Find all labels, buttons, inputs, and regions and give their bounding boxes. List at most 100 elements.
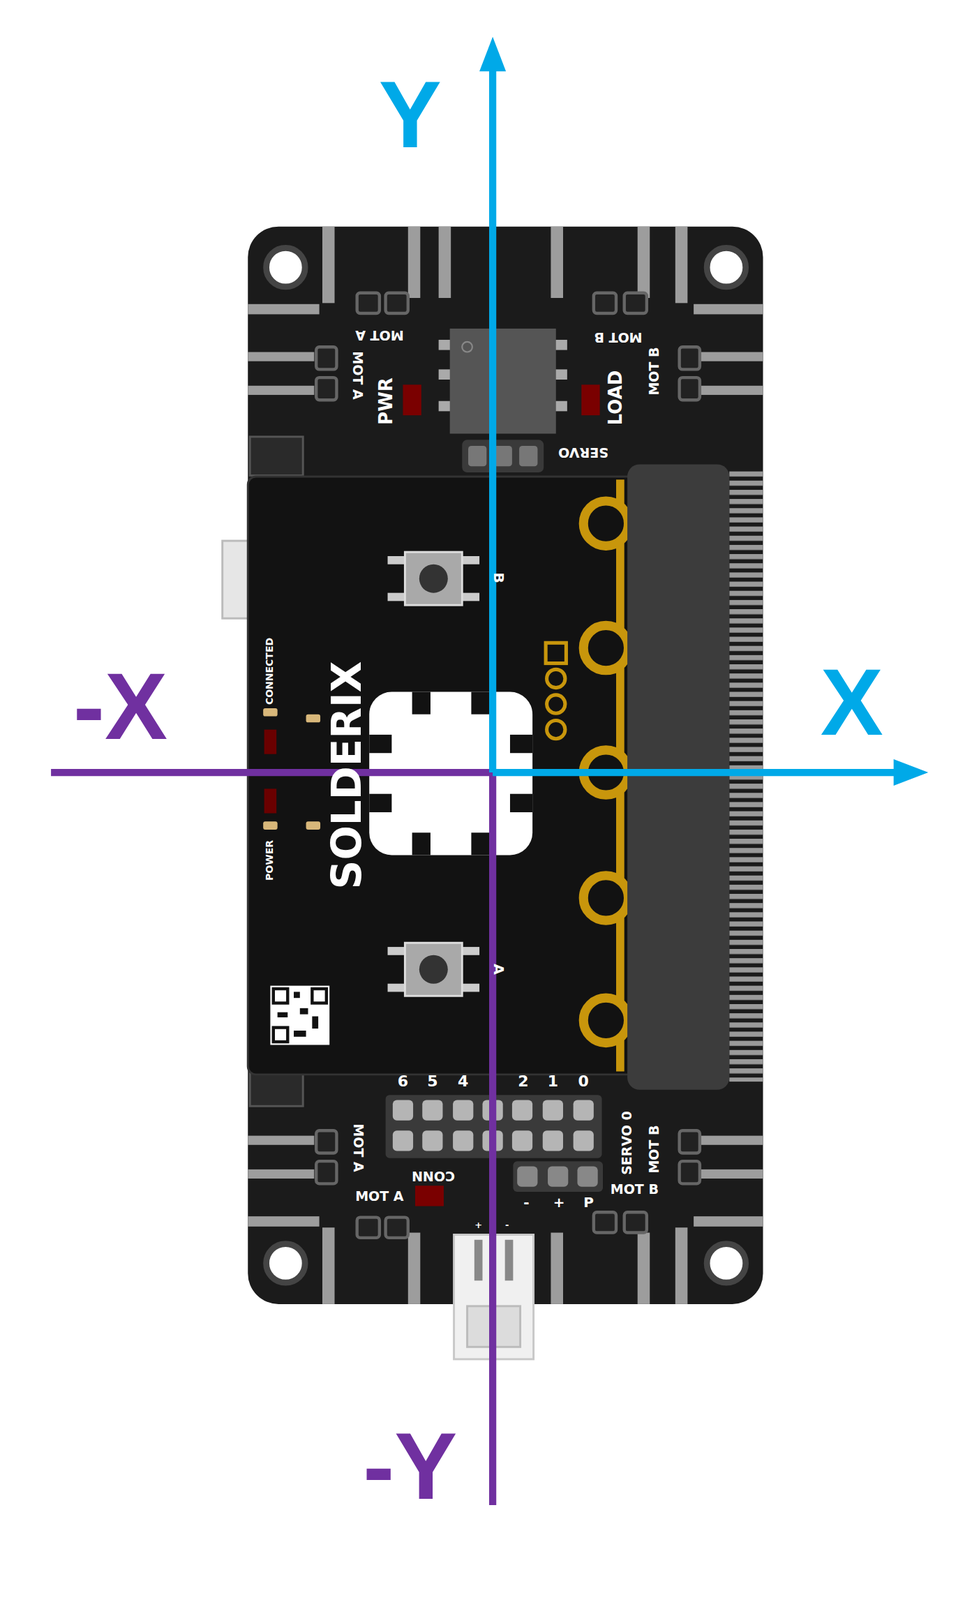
qr-dot xyxy=(311,1016,319,1030)
logo-notch xyxy=(470,691,490,714)
small-hole xyxy=(545,642,566,663)
header-pin xyxy=(573,1130,594,1151)
small-hole xyxy=(547,669,566,688)
button-body xyxy=(404,942,462,996)
button-label: B xyxy=(491,572,506,583)
header-pin xyxy=(452,1130,474,1151)
header-pin xyxy=(547,1165,568,1187)
finger xyxy=(247,1216,319,1227)
terminal xyxy=(316,1130,337,1153)
logo-notch xyxy=(510,734,533,753)
finger xyxy=(408,226,421,298)
qr-ground xyxy=(270,985,330,1046)
gold-ring xyxy=(583,625,628,670)
led-label: LOAD xyxy=(606,370,625,426)
button-a xyxy=(387,942,481,996)
y-arrowhead xyxy=(479,36,506,72)
pin-number: 1 xyxy=(547,1073,559,1090)
finger xyxy=(247,352,314,362)
terminal xyxy=(679,346,700,370)
terminal xyxy=(624,293,647,314)
terminal xyxy=(385,1217,409,1238)
pin-number: 4 xyxy=(457,1073,469,1090)
y-axis xyxy=(489,63,497,773)
finger xyxy=(247,385,314,395)
qr-dot xyxy=(293,1030,307,1037)
port-label: MOT B xyxy=(647,347,661,396)
chip-body xyxy=(450,328,557,435)
header-pin xyxy=(422,1130,443,1151)
finger xyxy=(675,226,688,304)
qr-finder xyxy=(273,988,288,1003)
pin-sign: + xyxy=(474,1219,483,1229)
x-arrowhead xyxy=(893,759,929,786)
axes xyxy=(50,36,929,1506)
board xyxy=(247,226,763,1305)
mounting-hole xyxy=(706,247,746,287)
finger xyxy=(699,385,764,395)
terminal xyxy=(357,1217,380,1238)
button-cap xyxy=(419,955,448,984)
finger xyxy=(675,1227,688,1305)
small-holes xyxy=(545,642,566,739)
header-pin xyxy=(512,1130,533,1151)
header-pin xyxy=(392,1099,414,1120)
axis-label: X xyxy=(820,655,884,750)
logo-notch xyxy=(510,794,533,813)
usb-plug xyxy=(222,540,250,619)
port-label: MOT A xyxy=(351,1123,365,1172)
mot-a-led xyxy=(415,1185,444,1206)
pin-number: 0 xyxy=(578,1073,589,1090)
finger xyxy=(693,1216,763,1227)
mounting-hole xyxy=(706,1244,746,1284)
led-label: PWR xyxy=(376,377,395,425)
neg-y-axis xyxy=(489,772,497,1506)
logo-notch xyxy=(369,734,392,753)
button-cap xyxy=(419,564,448,594)
logo-notch xyxy=(412,691,431,714)
terminal xyxy=(593,293,617,314)
axis-label: -X xyxy=(73,658,168,753)
header-pin xyxy=(512,1099,533,1120)
led-label: POWER xyxy=(264,840,275,881)
port-label: SERVO 0 xyxy=(619,1110,633,1176)
header-pin xyxy=(517,1165,538,1187)
terminal xyxy=(679,1130,700,1153)
finger xyxy=(247,1169,314,1179)
neg-x-axis xyxy=(50,768,493,776)
port-label: CONN xyxy=(411,1168,455,1183)
axis-label: Y xyxy=(378,66,442,162)
terminal xyxy=(316,346,337,370)
logo-notch xyxy=(412,832,431,855)
terminal xyxy=(316,1161,337,1184)
port-label: MOT A xyxy=(350,350,364,400)
header-base xyxy=(461,439,544,473)
finger xyxy=(247,304,319,315)
gold-ring xyxy=(583,997,628,1043)
led xyxy=(306,821,321,830)
qwiic-connector xyxy=(249,436,303,476)
pin-number: 6 xyxy=(397,1073,409,1090)
button-label: A xyxy=(491,964,506,975)
mounting-hole xyxy=(266,247,306,287)
pin-sign: P xyxy=(583,1195,594,1210)
gold-ring xyxy=(583,875,628,921)
pin-sign: - xyxy=(505,1219,509,1229)
microbit xyxy=(247,464,763,1090)
finger xyxy=(438,226,452,298)
pin-number: 2 xyxy=(517,1073,529,1090)
finger xyxy=(699,1169,764,1179)
port-label: MOT B xyxy=(647,1124,661,1173)
port-label: MOT B xyxy=(610,1182,659,1196)
port-label: MOT A xyxy=(355,327,404,342)
finger xyxy=(322,1227,335,1305)
header-base xyxy=(512,1161,603,1192)
terminal xyxy=(679,1161,700,1184)
axis-label: -Y xyxy=(362,1419,458,1514)
led xyxy=(263,708,278,717)
header-pin xyxy=(573,1099,594,1120)
finger xyxy=(322,226,335,304)
pin-sign: + xyxy=(553,1195,566,1210)
